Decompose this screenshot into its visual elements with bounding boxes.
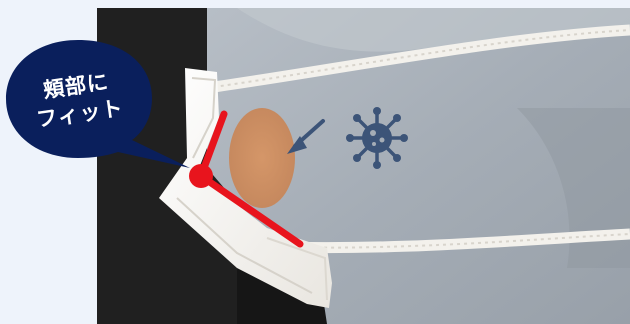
- virus-icon: [346, 107, 408, 169]
- contact-spot: [229, 108, 295, 208]
- callout-bubble: 頬部に フィット: [0, 0, 200, 175]
